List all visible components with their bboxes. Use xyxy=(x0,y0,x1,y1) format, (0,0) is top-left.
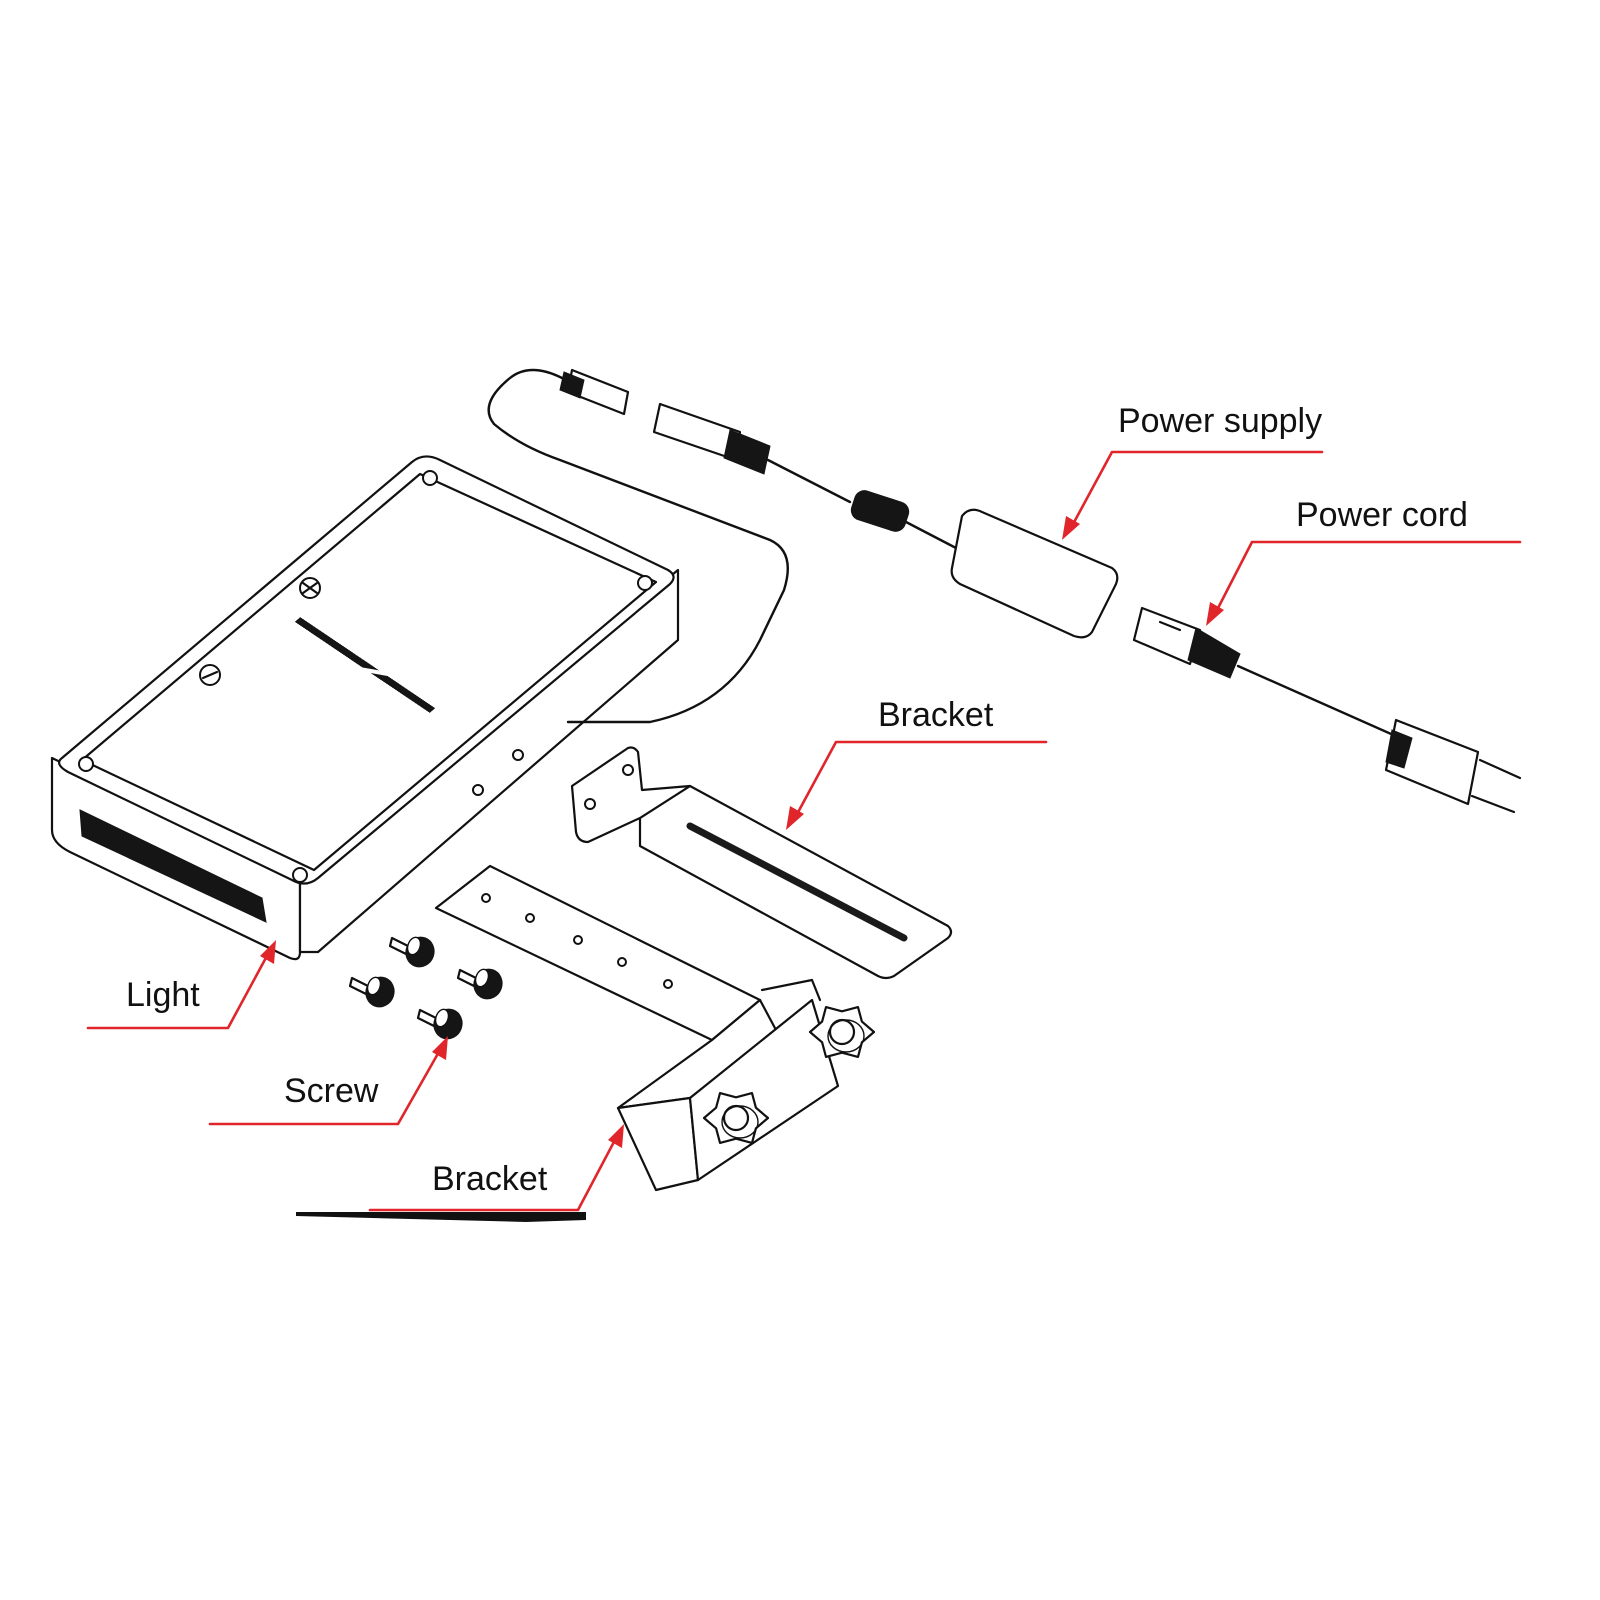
light-corner-hole xyxy=(292,867,308,883)
thumb-knob xyxy=(808,1006,876,1058)
power-supply-assembly xyxy=(652,402,1119,639)
power-cord-assembly xyxy=(1132,606,1522,814)
thumb-knob xyxy=(702,1092,770,1144)
upper-bracket-tab xyxy=(570,746,692,844)
label-power-supply: Power supply xyxy=(1118,402,1322,440)
upper-bracket xyxy=(570,746,953,980)
light-top-screw xyxy=(199,664,221,686)
light-top-screw xyxy=(299,577,321,599)
leader-power-cord xyxy=(1206,540,1522,626)
power-supply-brick xyxy=(950,508,1119,639)
wall-plug-prongs xyxy=(1470,758,1522,814)
leader-bracket-lower xyxy=(296,1124,624,1222)
leader-light xyxy=(86,940,276,1030)
power-cord-connector xyxy=(1132,606,1202,666)
thumb-screw xyxy=(348,976,395,1008)
light-side-hole xyxy=(472,784,484,796)
light-side-hole xyxy=(512,749,524,761)
ferrite-bead xyxy=(850,490,910,532)
label-power-cord: Power cord xyxy=(1296,496,1468,534)
light-top-bevel xyxy=(80,472,658,872)
thumb-screw xyxy=(388,936,435,968)
light-front-vent xyxy=(79,809,267,923)
lower-bracket-clamp-front xyxy=(616,1096,700,1192)
light-corner-hole xyxy=(637,575,653,591)
dc-cable-loop xyxy=(487,368,789,724)
thumb-screw xyxy=(456,968,503,1000)
label-screw: Screw xyxy=(284,1072,379,1110)
label-light: Light xyxy=(126,976,200,1014)
label-bracket-upper: Bracket xyxy=(878,696,994,734)
thumb-screw xyxy=(416,1008,463,1040)
light-corner-hole xyxy=(422,470,438,486)
leader-screw xyxy=(208,1036,448,1126)
label-bracket-lower: Bracket xyxy=(432,1160,548,1198)
light-corner-hole xyxy=(78,756,94,772)
lower-bracket-plate xyxy=(434,864,762,1042)
light-unit xyxy=(50,455,680,961)
upper-bracket-slot xyxy=(686,822,908,942)
leader-power-supply xyxy=(1062,450,1324,540)
leader-bracket-upper xyxy=(786,740,1048,830)
